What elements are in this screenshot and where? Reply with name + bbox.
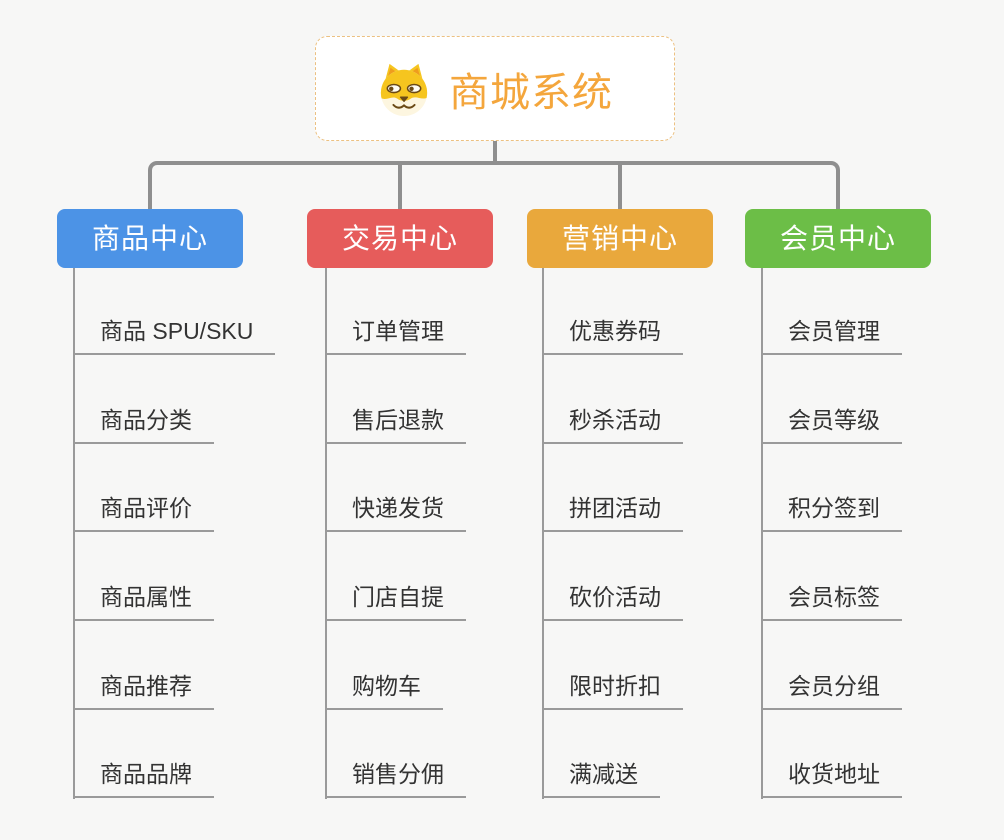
leaf-node[interactable]: 商品评价 — [73, 493, 214, 532]
leaf-node[interactable]: 会员标签 — [761, 582, 902, 621]
branch-spine — [761, 268, 763, 799]
branch-node-product[interactable]: 商品中心 — [57, 209, 243, 268]
root-title: 商城系统 — [449, 70, 613, 115]
leaf-node[interactable]: 商品分类 — [73, 405, 214, 444]
branch-spine — [542, 268, 544, 799]
leaf-node[interactable]: 会员管理 — [761, 316, 902, 355]
leaf-node[interactable]: 会员等级 — [761, 405, 902, 444]
branch-spine — [73, 268, 75, 799]
branch-node-marketing[interactable]: 营销中心 — [527, 209, 713, 268]
connector-bus — [148, 161, 840, 209]
connector-drop — [398, 165, 402, 209]
leaf-node[interactable]: 优惠券码 — [542, 316, 683, 355]
leaf-node[interactable]: 砍价活动 — [542, 582, 683, 621]
leaf-node[interactable]: 商品 SPU/SKU — [73, 316, 276, 355]
leaf-node[interactable]: 购物车 — [325, 671, 443, 710]
leaf-node[interactable]: 商品属性 — [73, 582, 214, 621]
branch-node-trade[interactable]: 交易中心 — [307, 209, 493, 268]
leaf-node[interactable]: 会员分组 — [761, 671, 902, 710]
leaf-node[interactable]: 售后退款 — [325, 405, 466, 444]
leaf-node[interactable]: 快递发货 — [325, 493, 466, 532]
connector-root-stem — [493, 141, 497, 165]
leaf-node[interactable]: 积分签到 — [761, 493, 902, 532]
dog-icon — [377, 62, 431, 116]
leaf-node[interactable]: 收货地址 — [761, 759, 902, 798]
leaf-node[interactable]: 拼团活动 — [542, 493, 683, 532]
branch-node-member[interactable]: 会员中心 — [745, 209, 931, 268]
branch-spine — [325, 268, 327, 799]
leaf-node[interactable]: 秒杀活动 — [542, 405, 683, 444]
leaf-node[interactable]: 门店自提 — [325, 582, 466, 621]
connector-drop — [618, 165, 622, 209]
leaf-node[interactable]: 限时折扣 — [542, 671, 683, 710]
leaf-node[interactable]: 销售分佣 — [325, 759, 466, 798]
leaf-node[interactable]: 满减送 — [542, 759, 660, 798]
leaf-node[interactable]: 商品推荐 — [73, 671, 214, 710]
leaf-node[interactable]: 订单管理 — [325, 316, 466, 355]
root-node[interactable]: 商城系统 — [315, 36, 675, 141]
leaf-node[interactable]: 商品品牌 — [73, 759, 214, 798]
